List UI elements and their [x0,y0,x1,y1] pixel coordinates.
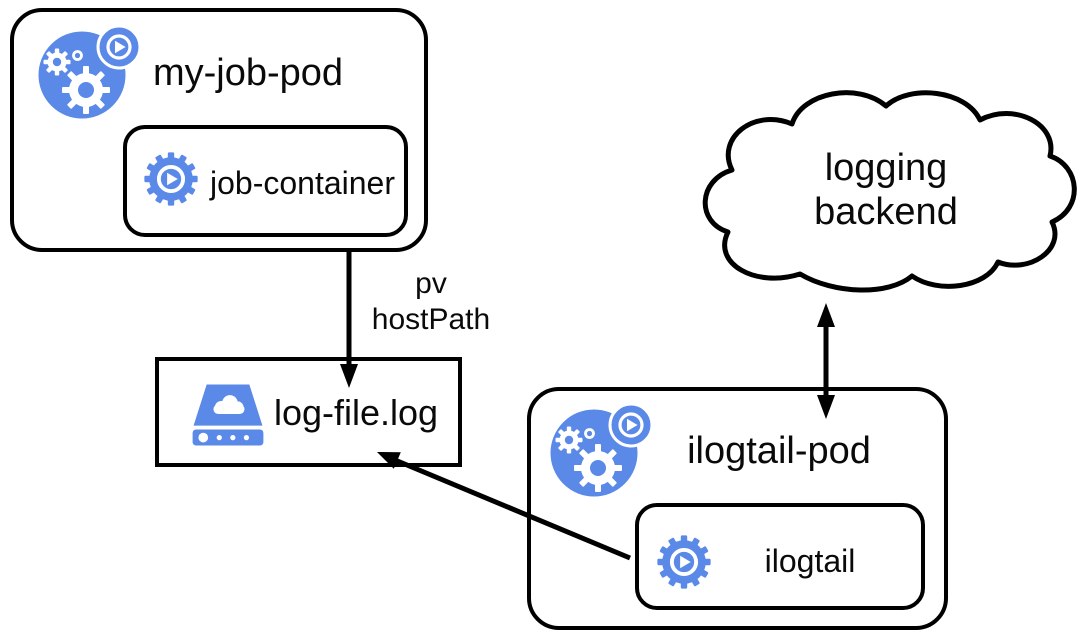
edge-label-line1: pv [415,267,447,300]
node-label-job-container: job-container [210,165,395,201]
node-job-container: job-container [123,125,408,237]
node-ilogtail-pod: ilogtail-pod [527,387,948,630]
play-icon [680,555,691,569]
play-icon [115,40,126,54]
node-label-ilogtail-pod: ilogtail-pod [687,430,871,472]
storage-leds [198,432,250,443]
small-gear-icon [555,426,583,454]
tiny-gear-icon [72,50,83,61]
container-gear-icon [144,152,198,206]
container-gear-icon [657,535,711,589]
node-ilogtail: ilogtail [635,503,925,610]
storage-volume-icon [192,384,264,446]
storage-base [192,429,264,446]
big-gear-icon [62,66,110,114]
node-log-file: log-file.log [155,357,462,467]
node-label-ilogtail: ilogtail [764,543,856,579]
edge-label-line2: hostPath [371,303,491,336]
node-label-log-file: log-file.log [273,392,439,433]
cloud-glyph-icon [213,395,245,415]
small-gear-icon [43,48,71,76]
edge-label-pv-hostpath: pv hostPath [366,266,496,338]
cloud-shape [702,90,1077,293]
node-label-my-job-pod: my-job-pod [152,52,344,94]
tiny-gear-icon [584,428,595,439]
big-gear-icon [574,444,622,492]
node-my-job-pod: my-job-pod [10,8,428,252]
play-icon [167,172,178,186]
kubernetes-pod-icon [548,402,652,500]
kubernetes-pod-icon [36,24,140,122]
cloud-label-line1: logging [825,147,948,189]
cloud-label-line2: backend [814,191,958,233]
play-icon [627,418,638,432]
